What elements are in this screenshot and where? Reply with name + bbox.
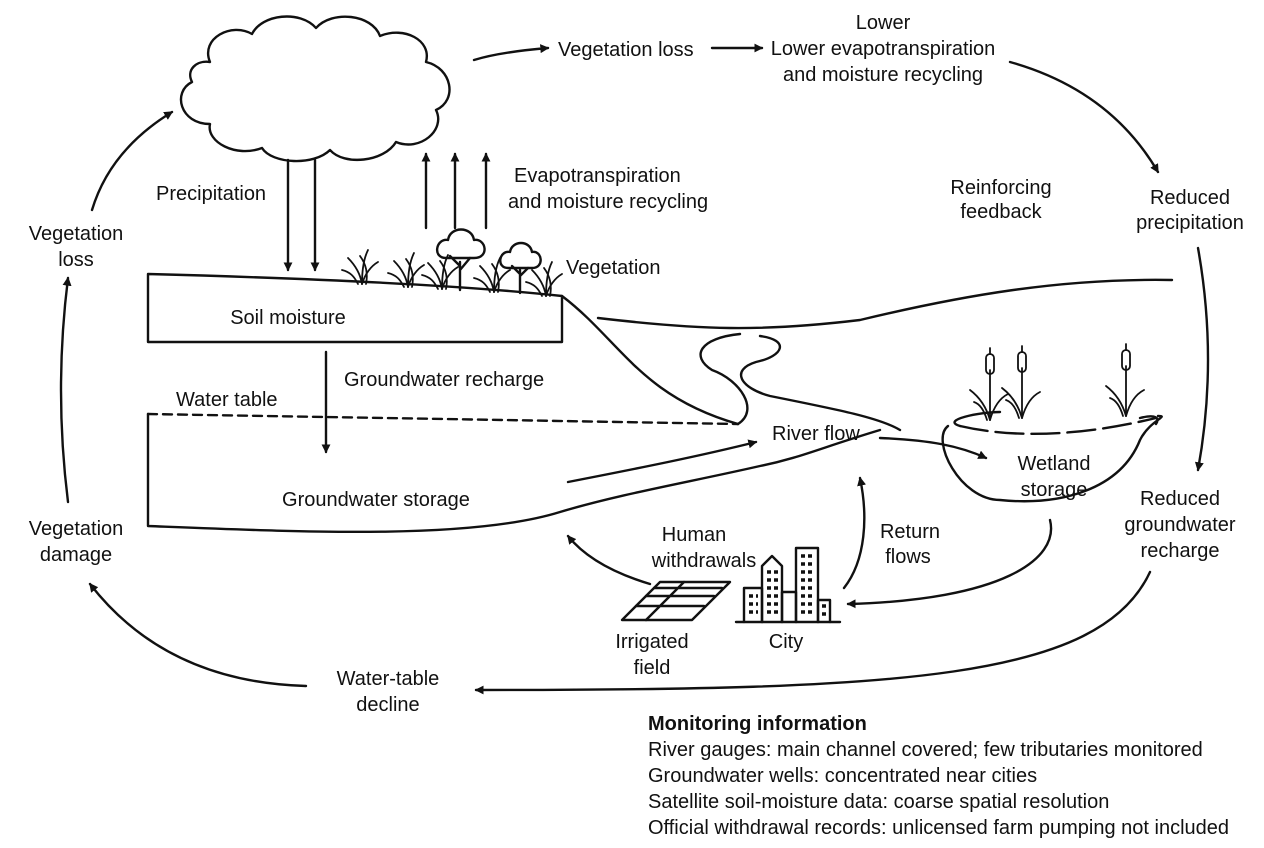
vegetation-damage-to-loss-arrow	[59, 276, 72, 504]
river-flow-label: River flow	[772, 423, 860, 445]
soil-moisture-label: Soil moisture	[230, 307, 346, 329]
reduced-gw-label-1: Reduced	[1140, 488, 1220, 510]
water-table-label: Water table	[176, 389, 278, 411]
tree-icon	[436, 228, 542, 295]
far-bank	[596, 278, 1174, 330]
river-to-wetland-arrow	[878, 436, 988, 460]
decline-to-vegetation-damage-arrow	[88, 582, 308, 688]
groundwater-to-river-arrow	[566, 439, 758, 484]
lower-evap-to-reduced-precip-arrow	[1008, 60, 1160, 174]
water-table-decline-label-1: Water-table	[337, 668, 440, 690]
precipitation-label: Precipitation	[156, 183, 266, 205]
city-label: City	[769, 631, 803, 653]
wetland-label-1: Wetland	[1017, 453, 1090, 475]
reduced-gw-label-2: groundwater	[1124, 514, 1236, 536]
return-flows-label-1: Return	[880, 521, 940, 543]
human-withdrawals-label-2: withdrawals	[651, 550, 756, 572]
reduced-gw-to-decline-arrow	[474, 570, 1152, 695]
cloud-icon	[179, 15, 451, 163]
cattail-icon	[969, 343, 1145, 421]
monitoring-info: Monitoring information River gauges: mai…	[648, 713, 1229, 839]
monitoring-item: Groundwater wells: concentrated near cit…	[648, 765, 1037, 787]
water-table-line	[146, 412, 740, 426]
reduced-precip-to-gw-arrow	[1194, 246, 1210, 472]
evap-label-1: Evapotranspiration	[514, 165, 681, 187]
monitoring-item: Satellite soil-moisture data: coarse spa…	[648, 791, 1109, 813]
irrigated-label-1: Irrigated	[615, 631, 688, 653]
river-left-bank	[699, 332, 749, 426]
vegetation-loss-left-label-2: loss	[58, 249, 94, 271]
vegetation-label: Vegetation	[566, 257, 661, 279]
hill-slope	[560, 294, 740, 426]
reinforcing-label-2: feedback	[960, 201, 1042, 223]
monitoring-item: Official withdrawal records: unlicensed …	[648, 817, 1229, 839]
vegetation-loss-top-label: Vegetation loss	[558, 39, 694, 61]
vegetation-loss-to-cloud-arrow	[90, 110, 174, 212]
monitoring-title: Monitoring information	[648, 713, 867, 735]
city-icon	[734, 546, 842, 624]
irrigated-field-icon	[620, 580, 732, 622]
wetland-label-2: storage	[1021, 479, 1088, 501]
wetland-to-city-arrow	[846, 518, 1053, 609]
lower-evap-label-1: Lower evapotranspiration	[771, 38, 996, 60]
reduced-gw-label-3: recharge	[1141, 540, 1220, 562]
cloud-to-vegetation-loss-arrow	[472, 44, 550, 62]
groundwater-storage-label: Groundwater storage	[282, 489, 470, 511]
wetland-surface	[958, 416, 1158, 436]
reinforcing-label-1: Reinforcing	[950, 177, 1051, 199]
evap-label-2: and moisture recycling	[508, 191, 708, 213]
return-flows-arrow	[842, 476, 866, 590]
groundwater-recharge-label: Groundwater recharge	[344, 369, 544, 391]
vegetation-damage-label-1: Vegetation	[29, 518, 124, 540]
irrigated-label-2: field	[634, 657, 671, 679]
wetland-basin	[941, 414, 1163, 503]
river-right-bank	[740, 334, 902, 432]
water-table-decline-label-2: decline	[356, 694, 419, 716]
human-withdrawals-label-1: Human	[662, 524, 726, 546]
lower-evap-label-2: and moisture recycling	[783, 64, 983, 86]
withdrawals-arrow	[566, 534, 652, 586]
aquifer-outline	[146, 412, 882, 534]
vegetation-loss-left-label-1: Vegetation	[29, 223, 124, 245]
monitoring-item: River gauges: main channel covered; few …	[648, 739, 1203, 761]
reduced-precip-label-2: precipitation	[1136, 212, 1244, 234]
return-flows-label-2: flows	[885, 546, 931, 568]
reduced-precip-label-1: Reduced	[1150, 187, 1230, 209]
vegetation-damage-label-2: damage	[40, 544, 112, 566]
lower-label: Lower	[856, 12, 911, 34]
soil-moisture-block	[146, 272, 564, 344]
